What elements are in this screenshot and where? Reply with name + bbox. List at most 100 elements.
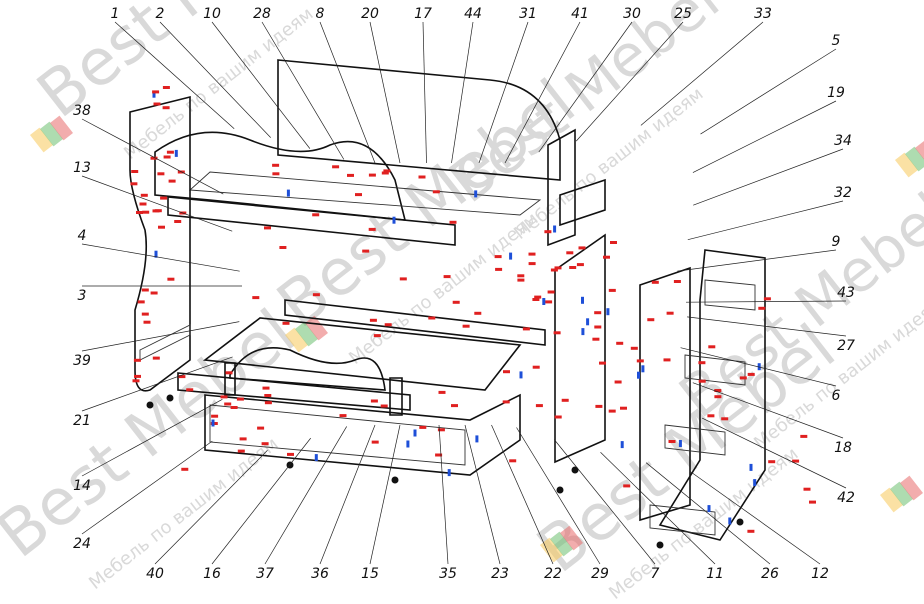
dowel-pin [620, 441, 624, 449]
callout-number: 18 [834, 440, 852, 456]
callout-number: 32 [834, 185, 852, 201]
dowel-pin [586, 318, 590, 326]
screw-fastener [252, 296, 260, 300]
screw-fastener [809, 500, 816, 504]
screw-fastener [620, 406, 627, 410]
callout-number: 25 [674, 6, 692, 22]
callout-leader-line [154, 450, 268, 565]
dowel-pin [392, 216, 396, 224]
screw-fastener [668, 440, 676, 443]
callout-number: 22 [544, 566, 562, 582]
screw-fastener [237, 449, 245, 453]
screw-fastener [452, 300, 460, 304]
callout-number: 7 [651, 566, 660, 582]
upper-slat-base [188, 171, 542, 216]
dowel-pin [211, 419, 215, 427]
callout-leader-line [677, 249, 837, 272]
screw-fastener [532, 298, 540, 301]
callout-number: 31 [519, 6, 537, 22]
screw-fastener [186, 388, 194, 392]
screw-fastener [503, 370, 510, 374]
screw-fastener [636, 359, 644, 363]
screw-fastener [224, 402, 232, 406]
screw-fastener [150, 156, 158, 160]
screw-fastener [594, 311, 602, 315]
screw-fastener [225, 371, 233, 375]
screw-fastener [157, 172, 165, 176]
screw-fastener [153, 102, 161, 106]
screw-fastener [371, 440, 379, 444]
stair-drawer-lower [664, 424, 726, 456]
callout-number: 19 [827, 85, 845, 101]
callout-leader-line [438, 424, 449, 565]
callout-leader-line [81, 243, 240, 272]
dowel-pin [581, 296, 584, 304]
callout-number: 33 [754, 6, 772, 22]
screw-fastener [428, 316, 436, 320]
callout-leader-line [575, 21, 684, 142]
screw-fastener [168, 179, 176, 183]
screw-fastener [312, 213, 320, 217]
dowel-pin [753, 479, 757, 487]
callout-number: 39 [73, 353, 91, 369]
dowel-pin [314, 454, 318, 462]
screw-fastener [158, 225, 165, 229]
callout-number: 37 [256, 566, 274, 582]
screw-fastener [339, 414, 347, 418]
watermark-leaf-mark [540, 537, 564, 563]
screw-fastener [595, 404, 603, 408]
screw-fastener [282, 321, 290, 325]
screw-fastener [494, 255, 502, 259]
dowel-pin [606, 308, 610, 316]
screw-fastener [162, 86, 170, 89]
screw-fastener [152, 90, 160, 94]
watermark-leaf-mark [890, 481, 914, 507]
dowel-pin [519, 371, 523, 379]
screw-fastener [554, 415, 562, 419]
screw-fastener [399, 277, 407, 281]
screw-fastener [547, 290, 555, 294]
screw-fastener [630, 346, 638, 350]
screw-fastener [707, 414, 715, 418]
screw-fastener [262, 386, 270, 390]
upper-front-rail [167, 196, 456, 246]
stair-dresser-side [639, 266, 691, 522]
back-panel [277, 59, 561, 181]
screw-fastener [663, 358, 671, 362]
screw-fastener [312, 293, 320, 297]
watermark-leaf-mark [549, 531, 574, 557]
dowel-pin [637, 371, 640, 379]
callout-leader-line [692, 100, 837, 173]
lower-post-right [389, 377, 403, 416]
callout-number: 24 [73, 536, 91, 552]
callout-number: 21 [73, 413, 91, 429]
screw-fastener [257, 426, 265, 430]
callout-number: 23 [491, 566, 509, 582]
screw-fastener [174, 220, 182, 223]
dowel-pin [542, 298, 546, 305]
dowel-pin [474, 190, 478, 198]
watermark-leaf-mark [30, 127, 54, 153]
screw-fastener [368, 173, 376, 177]
under-bed-drawer [204, 393, 521, 476]
screw-fastener [264, 226, 271, 230]
callout-number: 12 [811, 566, 829, 582]
dowel-pin [286, 189, 290, 197]
screw-fastener [698, 379, 706, 383]
screw-fastener [370, 399, 378, 403]
screw-fastener [152, 356, 160, 360]
callout-leader-line [264, 426, 348, 565]
furniture-foot [656, 541, 664, 549]
screw-fastener [435, 453, 443, 457]
screw-fastener [714, 395, 722, 399]
screw-fastener [166, 150, 174, 154]
callout-leader-line [478, 21, 529, 164]
callout-leader-line [491, 424, 554, 565]
lower-post-left [224, 362, 236, 396]
callout-number: 1 [111, 6, 120, 22]
screw-fastener [381, 171, 389, 175]
screw-fastener [739, 376, 747, 380]
screw-fastener [603, 255, 610, 259]
under-bed-drawer-front [209, 404, 466, 466]
